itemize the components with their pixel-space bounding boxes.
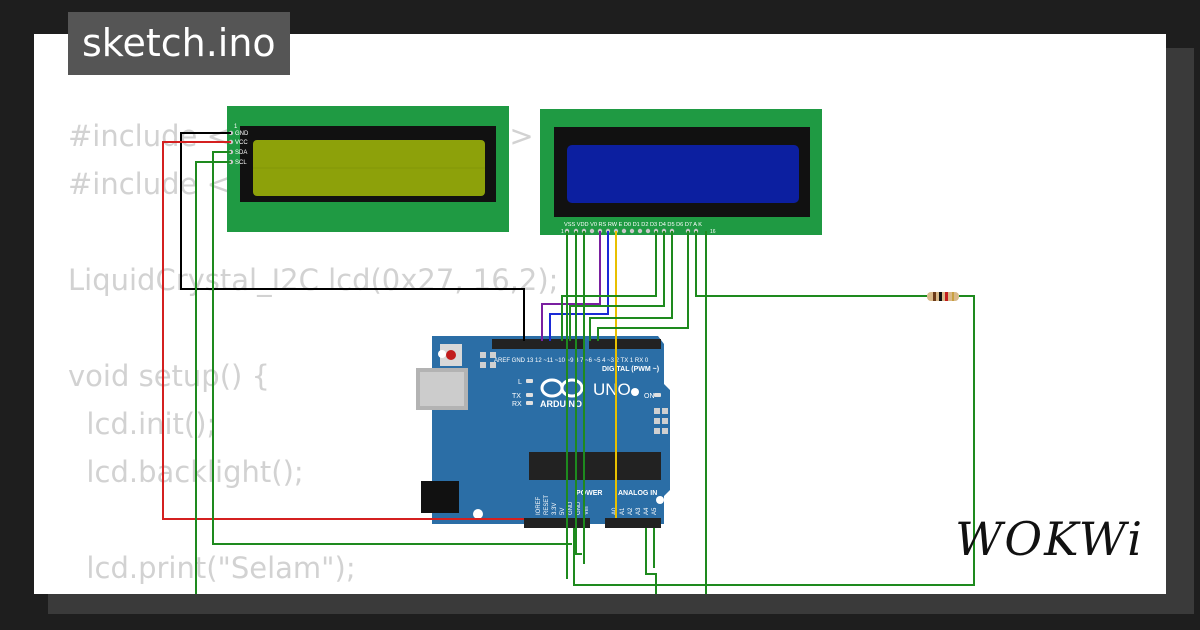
wire-vdd-green — [575, 231, 582, 555]
top-header-right — [589, 339, 661, 349]
code-line: LiquidCrystal_I2C lcd(0x27, 16,2); — [68, 263, 559, 297]
parallel-lcd-screen — [567, 145, 799, 203]
power-pin-gnd2: GND — [576, 501, 582, 515]
power-pin-5v: 5V — [560, 508, 566, 515]
wire-d5-green — [569, 231, 665, 341]
i2c-lcd-module[interactable]: 1 GND VCC SDA SCL — [227, 106, 509, 232]
i2c-pin-sda: SDA — [235, 150, 247, 156]
arduino-brand-label: ARDUINO — [540, 399, 582, 409]
project-card[interactable]: #include <LiquidCrystal_I2C.h>#include <… — [34, 34, 1166, 594]
power-pin-vin: Vin — [584, 506, 590, 515]
power-jack — [421, 481, 459, 513]
wire-analog-green — [645, 528, 657, 594]
circuit-diagram: 1 GND VCC SDA SCL VSS VDD V0 RS RW E D0 … — [162, 106, 975, 594]
code-line: void setup() { — [68, 359, 270, 393]
analog-header — [605, 518, 661, 528]
atmega-chip — [529, 452, 661, 480]
arduino-uno-board[interactable]: AREF GND 13 12 ~11 ~10 ~9 8 7 ~6 ~5 4 ~3… — [416, 336, 670, 528]
led-label-rx: RX — [512, 401, 522, 408]
wire-rw-blue — [549, 231, 609, 341]
wire-sda-green — [212, 151, 572, 545]
wire-d4-green — [561, 231, 657, 341]
analog-pin-a2: A2 — [628, 507, 634, 515]
i2c-pin-gnd: GND — [235, 131, 249, 137]
wire-vcc-red — [162, 141, 524, 520]
led-label-l: L — [518, 379, 522, 386]
arduino-logo — [540, 378, 584, 398]
on-label: ON — [644, 393, 655, 400]
wire-d6-green — [589, 231, 673, 341]
top-header-left — [492, 339, 584, 349]
wire-scl-green — [195, 161, 231, 594]
parallel-lcd-pin-header: VSS VDD V0 RS RW E D0 D1 D2 D3 D4 D5 D6 … — [564, 222, 702, 228]
power-header — [524, 518, 590, 528]
wires — [162, 132, 975, 594]
power-label: POWER — [576, 490, 602, 497]
power-pin-ioref: IOREF — [536, 496, 542, 515]
analog-label: ANALOG IN — [618, 490, 657, 497]
wokwi-logo: WOKWi — [955, 512, 1144, 566]
i2c-pin1-label: 1 — [234, 124, 238, 130]
parallel-lcd-pin-last: 16 — [710, 229, 716, 235]
code-line: lcd.init(); — [68, 407, 217, 441]
analog-pin-a4: A4 — [644, 507, 650, 515]
wire-d7-green — [597, 231, 689, 341]
i2c-pin-vcc: VCC — [235, 140, 248, 146]
wire-a-green — [695, 231, 927, 297]
analog-pin-a5: A5 — [652, 507, 658, 515]
code-line: lcd.print("Selam"); — [68, 551, 356, 585]
resistor[interactable] — [927, 292, 959, 301]
parallel-lcd-pin-first: 1 — [561, 229, 564, 235]
wire-gnd-black — [180, 132, 525, 341]
wire-resistor-green — [573, 295, 975, 586]
parallel-lcd-module[interactable]: VSS VDD V0 RS RW E D0 D1 D2 D3 D4 D5 D6 … — [540, 109, 822, 235]
file-tab-title[interactable]: sketch.ino — [68, 12, 290, 75]
wire-rs-purple — [541, 231, 601, 341]
power-pin-gnd1: GND — [568, 501, 574, 515]
power-pin-reset: RESET — [544, 495, 550, 515]
uno-label: UNO — [593, 380, 631, 399]
i2c-pin-scl: SCL — [235, 160, 247, 166]
digital-label: DIGITAL (PWM ~) — [602, 366, 659, 373]
led-label-tx: TX — [512, 393, 521, 400]
power-pin-3v3: 3.3V — [552, 503, 558, 515]
analog-pin-a3: A3 — [636, 507, 642, 515]
top-pin-labels: AREF GND 13 12 ~11 ~10 ~9 8 7 ~6 ~5 4 ~3… — [494, 358, 649, 364]
analog-pin-a1: A1 — [620, 507, 626, 515]
